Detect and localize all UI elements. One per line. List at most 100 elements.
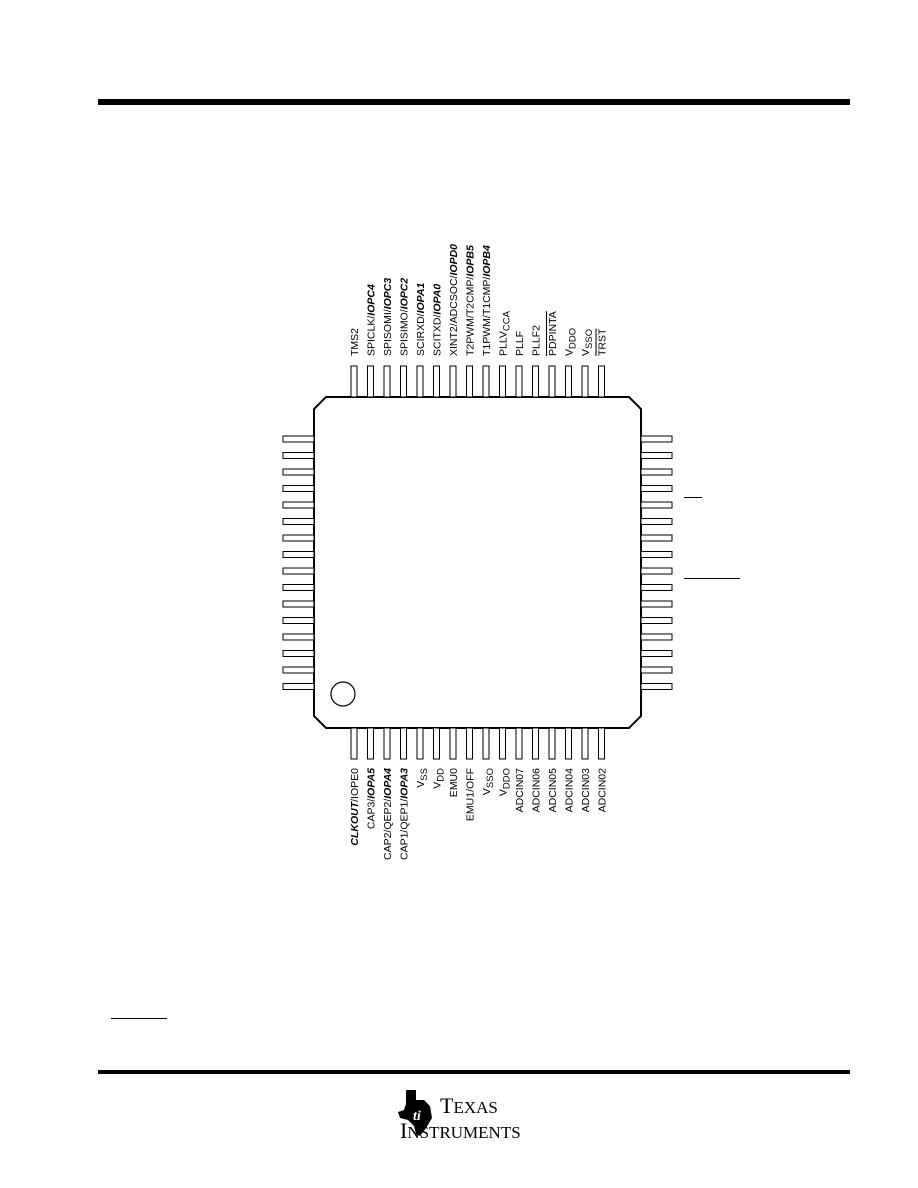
svg-text:INSTRUMENTS: INSTRUMENTS: [400, 1118, 521, 1142]
logo-line2-cap: I: [400, 1118, 407, 1142]
top-pin-label-4: SPISIMO/IOPC2: [399, 278, 411, 356]
logo-line1-rest: EXAS: [453, 1098, 497, 1117]
left-pin-10: [282, 584, 315, 591]
top-pin-16: [598, 365, 605, 398]
top-pin-6: [433, 365, 440, 398]
top-pin-label-10: PLLVCCA: [498, 310, 513, 356]
left-pin-6: [282, 518, 315, 525]
bottom-pin-label-4: CAP1/QEP1/IOPA3: [399, 768, 411, 860]
left-pin-16: [282, 683, 315, 690]
left-pin-15: [282, 666, 315, 674]
right-pin-12: [640, 617, 673, 624]
bottom-pin-label-12: ADCIN06: [531, 768, 543, 813]
right-pin-7: [640, 534, 673, 542]
top-pin-3: [383, 365, 391, 398]
bottom-pin-11: [515, 727, 523, 760]
left-pin-8: [282, 551, 315, 558]
bottom-pin-label-1: CLKOUT/IOPE0: [349, 768, 361, 846]
right-pin-8: [640, 551, 673, 558]
bottom-pin-7: [449, 727, 457, 760]
top-pin-5: [416, 365, 424, 398]
bottom-pin-label-7: EMU0: [448, 768, 460, 797]
top-pin-label-12: PLLF2: [531, 325, 543, 356]
left-pin-7: [282, 534, 315, 542]
bottom-pin-1: [350, 727, 358, 760]
top-pin-1: [350, 365, 358, 398]
top-pin-labels: TMS2 SPICLK/IOPC4 SPISOMI/IOPC3 SPISIMO/IOP…: [349, 244, 609, 356]
right-pin-10: [640, 584, 673, 591]
bottom-pin-12: [532, 727, 539, 760]
footnote-rule: [111, 1018, 167, 1019]
right-pin-13: [640, 633, 673, 641]
bottom-pin-8: [466, 727, 473, 760]
bottom-pin-label-13: ADCIN05: [547, 768, 559, 813]
bottom-pin-label-5: VSS: [415, 768, 430, 788]
top-pin-label-2: SPICLK/IOPC4: [366, 284, 378, 356]
right-pin-column: [640, 435, 673, 690]
pin1-indicator: [330, 681, 356, 707]
footer-rule: [98, 1070, 850, 1074]
bottom-pin-9: [482, 727, 490, 760]
top-pin-label-15: VSSO: [580, 329, 595, 356]
left-pin-3: [282, 468, 315, 476]
top-pin-4: [400, 365, 407, 398]
top-pin-label-8: T2PWM/T2CMP/IOPB5: [465, 245, 477, 356]
bottom-pin-label-6: VDD: [432, 768, 447, 789]
right-pin-2: [640, 452, 673, 459]
top-pin-label-1: TMS2: [349, 328, 361, 356]
right-pin-1: [640, 435, 673, 443]
left-pin-11: [282, 600, 315, 608]
bottom-pin-label-16: ADCIN02: [597, 768, 609, 813]
top-pin-7: [449, 365, 457, 398]
top-pin-row: [350, 365, 605, 398]
top-pin-15: [581, 365, 589, 398]
top-pin-8: [466, 365, 473, 398]
bottom-pin-label-15: ADCIN03: [580, 768, 592, 813]
bottom-pin-label-11: ADCIN07: [514, 768, 526, 813]
logo-line1-cap: T: [440, 1093, 454, 1118]
bottom-pin-15: [581, 727, 589, 760]
bottom-pin-4: [400, 727, 407, 760]
bottom-pin-label-2: CAP3/IOPA5: [366, 768, 378, 829]
bottom-pin-label-9: VSSO: [481, 768, 496, 795]
bottom-pin-label-8: EMU1/OFF: [465, 768, 477, 821]
bottom-pin-3: [383, 727, 391, 760]
logo-line2-rest: NSTRUMENTS: [407, 1123, 520, 1142]
right-pin-15: [640, 666, 673, 674]
bottom-pin-5: [416, 727, 424, 760]
left-pin-14: [282, 650, 315, 657]
top-pin-2: [367, 365, 374, 398]
top-pin-13: [548, 365, 556, 398]
right-pin-4: [640, 485, 673, 492]
top-pin-label-11: PLLF: [514, 331, 526, 356]
right-pin-11: [640, 600, 673, 608]
left-pin-9: [282, 567, 315, 575]
top-pin-label-6: SCITXD/IOPA0: [432, 284, 444, 356]
top-pin-label-5: SCIRXD/IOPA1: [415, 283, 427, 356]
bottom-pin-10: [499, 727, 506, 760]
top-pin-label-3: SPISOMI/IOPC3: [382, 278, 394, 356]
right-pin-5: [640, 501, 673, 509]
bottom-pin-14: [565, 727, 572, 760]
left-pin-2: [282, 452, 315, 459]
right-overline-mark-1: [684, 497, 702, 498]
top-pin-label-7: XINT2/ADCSOC/IOPD0: [448, 244, 460, 356]
left-pin-column: [282, 435, 315, 690]
top-pin-label-13: PDPINTA: [547, 311, 559, 356]
ti-logo-graphic: ti TEXAS INSTRUMENTS: [398, 1090, 521, 1143]
right-overline-mark-2: [684, 578, 740, 579]
bottom-pin-labels: CLKOUT/IOPE0CAP3/IOPA5CAP2/QEP2/IOPA4CAP…: [349, 768, 609, 860]
left-pin-12: [282, 617, 315, 624]
texas-state-icon: [398, 1090, 432, 1136]
top-pin-label-9: T1PWM/T1CMP/IOPB4: [481, 245, 493, 356]
svg-text:ti: ti: [413, 1109, 421, 1124]
left-pin-5: [282, 501, 315, 509]
top-pin-label-16: TRST: [597, 328, 609, 356]
bottom-pin-label-10: VDDO: [498, 768, 513, 796]
bottom-pin-16: [598, 727, 605, 760]
top-pin-10: [499, 365, 506, 398]
right-pin-6: [640, 518, 673, 525]
top-pin-12: [532, 365, 539, 398]
bottom-pin-label-14: ADCIN04: [564, 768, 576, 813]
